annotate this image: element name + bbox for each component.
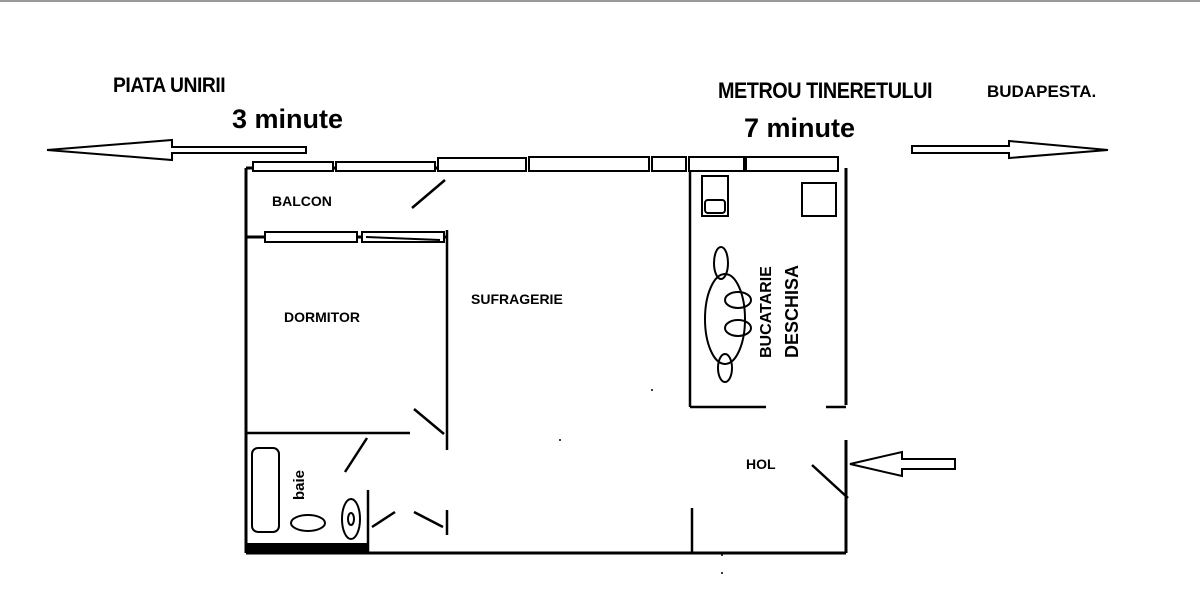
location-label-right: BUDAPESTA. bbox=[987, 82, 1097, 101]
balcony-wall bbox=[246, 231, 448, 243]
room-label-baie: baie bbox=[291, 469, 308, 500]
time-label-metro: 7 minute bbox=[744, 113, 856, 143]
dining-table-icon bbox=[704, 246, 752, 383]
room-label-sufragerie: SUFRAGERIE bbox=[471, 291, 563, 307]
time-label-left: 3 minute bbox=[232, 104, 344, 134]
interior-walls bbox=[246, 172, 849, 553]
floor-dots bbox=[559, 389, 723, 574]
stove-icon bbox=[801, 182, 837, 217]
bathtub-icon bbox=[251, 447, 280, 533]
room-label-hol: HOL bbox=[746, 456, 776, 472]
top-windows bbox=[252, 156, 839, 172]
bath-floor-strip bbox=[246, 543, 368, 553]
arrow-left-icon bbox=[46, 138, 307, 162]
room-label-bucatarie: BUCATARIE bbox=[758, 266, 775, 358]
arrow-right-icon bbox=[911, 139, 1109, 160]
toilet-icon bbox=[341, 498, 361, 540]
fridge-icon bbox=[701, 175, 729, 217]
exterior-walls bbox=[244, 166, 848, 555]
room-label-balcon: BALCON bbox=[272, 193, 332, 209]
location-label-left: PIATA UNIRII bbox=[113, 74, 226, 97]
sink-icon bbox=[290, 514, 326, 532]
entrance-arrow-icon bbox=[849, 450, 956, 478]
room-label-deschisa: DESCHISA bbox=[782, 264, 802, 358]
room-label-dormitor: DORMITOR bbox=[284, 309, 360, 325]
location-label-metro: METROU TINERETULUI bbox=[718, 78, 933, 103]
